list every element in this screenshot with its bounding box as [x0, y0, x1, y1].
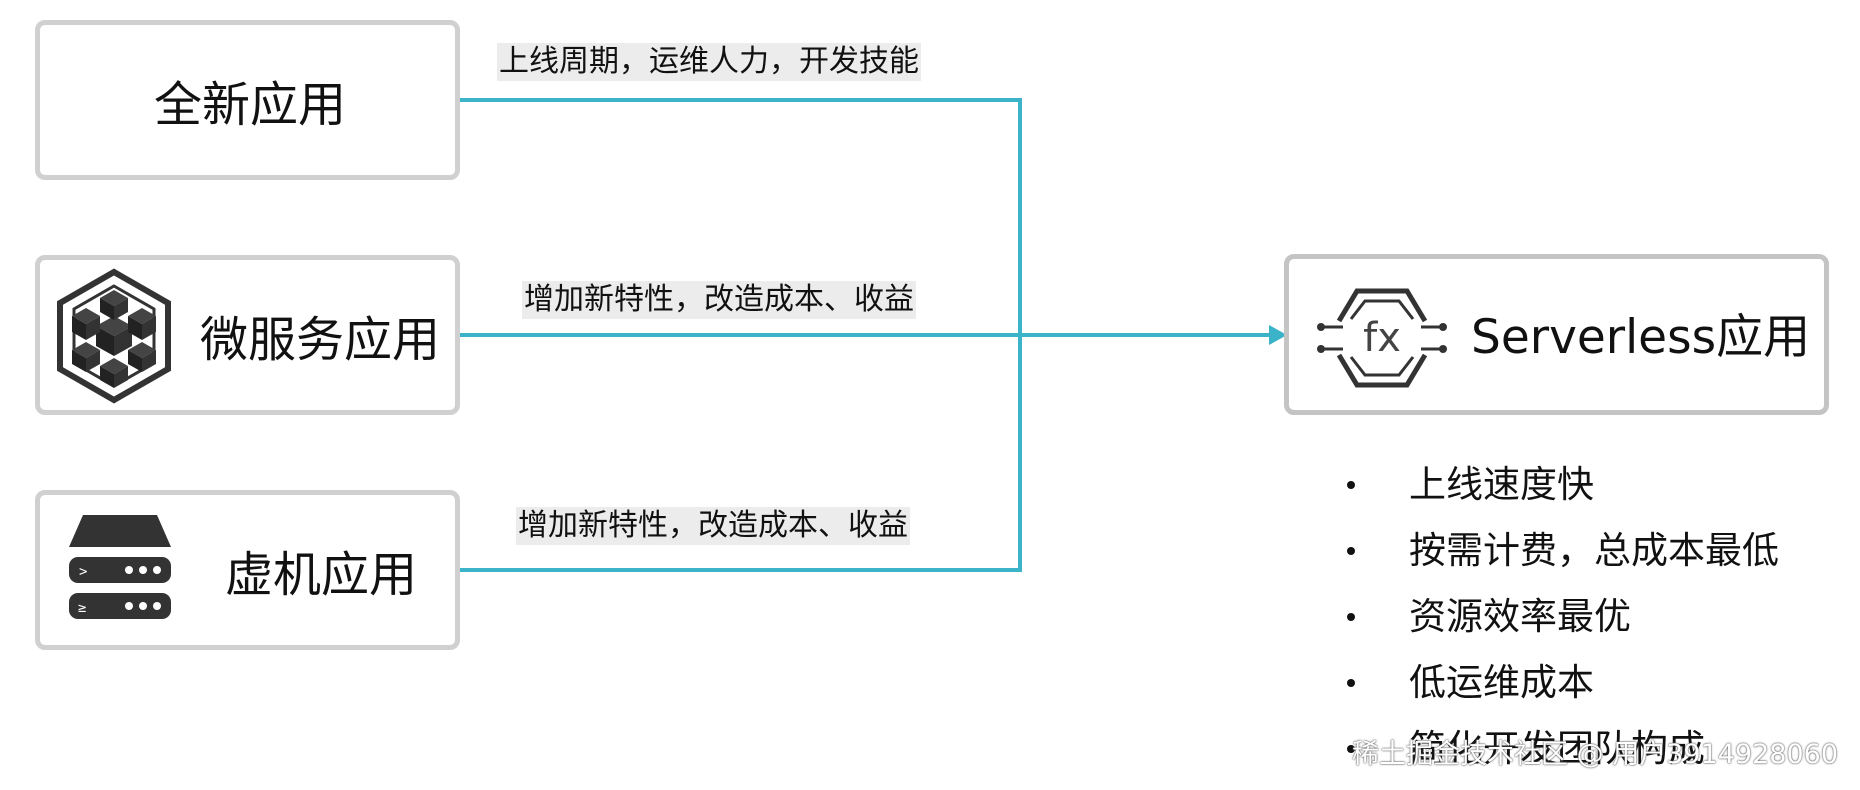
list-item: 上线速度快	[1335, 460, 1779, 526]
bullet-dot	[1347, 481, 1355, 489]
source-box-microservice-app: 微服务应用	[35, 255, 460, 415]
target-box-serverless-app: fx Serverless应用	[1284, 254, 1829, 415]
benefit-text: 简化开发团队构成	[1409, 727, 1705, 770]
function-fx-icon-text: fx	[1363, 315, 1401, 361]
source-box-new-app: 全新应用	[35, 20, 460, 180]
server-rack-icon: > ≥	[69, 515, 171, 619]
connector-arrowhead	[1269, 325, 1287, 345]
cubes-cluster-icon	[57, 268, 171, 404]
edge-label-microservice-app: 增加新特性，改造成本、收益	[522, 281, 916, 319]
list-item: 低运维成本	[1335, 658, 1779, 724]
bullet-dot	[1347, 547, 1355, 555]
list-item: 简化开发团队构成	[1335, 724, 1779, 790]
benefits-list: 上线速度快 按需计费，总成本最低 资源效率最优 低运维成本 简化开发团队构成	[1335, 460, 1779, 790]
watermark: 稀土掘金技术社区 @ 用户3914928060	[1352, 739, 1838, 770]
svg-text:≥: ≥	[78, 600, 86, 616]
list-item: 资源效率最优	[1335, 592, 1779, 658]
benefit-text: 资源效率最优	[1409, 595, 1631, 638]
list-item: 按需计费，总成本最低	[1335, 526, 1779, 592]
benefit-text: 低运维成本	[1409, 661, 1594, 704]
benefit-text: 上线速度快	[1409, 463, 1594, 506]
bullet-dot	[1347, 679, 1355, 687]
bullet-dot	[1347, 745, 1355, 753]
bullet-dot	[1347, 613, 1355, 621]
edge-label-new-app: 上线周期，运维人力，开发技能	[497, 43, 921, 81]
connector-vm-app	[460, 335, 1022, 572]
source-label-vm-app: 虚机应用	[225, 547, 418, 603]
svg-text:>: >	[79, 564, 87, 580]
benefit-text: 按需计费，总成本最低	[1409, 529, 1779, 572]
source-label-microservice-app: 微服务应用	[200, 312, 441, 368]
edge-label-vm-app: 增加新特性，改造成本、收益	[516, 507, 910, 545]
source-box-vm-app: > ≥ 虚机应用	[35, 490, 460, 650]
function-fx-icon: fx	[1317, 288, 1447, 388]
source-label-new-app: 全新应用	[154, 77, 347, 133]
target-label-serverless-app: Serverless应用	[1471, 310, 1811, 365]
connector-new-app	[460, 98, 1022, 335]
